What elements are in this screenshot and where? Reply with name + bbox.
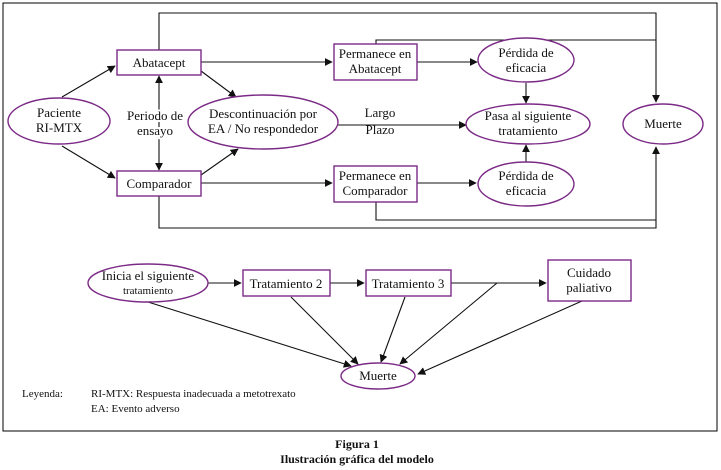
loss-efficacy-bottom-label-1: Pérdida de (498, 168, 553, 183)
palliative-label-2: paliativo (566, 280, 612, 295)
node-death-upper (622, 103, 704, 145)
palliative-label-1: Cuidado (567, 265, 611, 280)
node-loss-efficacy-top (477, 37, 575, 83)
node-palliative (547, 259, 632, 302)
node-stays-abatacept (333, 43, 418, 81)
trial-period-label-2: ensayo (137, 123, 173, 138)
caption: Figura 1 Ilustración gráfica del modelo (280, 437, 434, 466)
treatment3-label: Tratamiento 3 (372, 276, 445, 291)
node-start-next (87, 263, 209, 303)
legend-item: EA: Evento adverso (91, 403, 180, 415)
start-next-label-1: Inicia el siguiente (102, 268, 195, 283)
edge-treatment2-death (290, 296, 359, 365)
loss-efficacy-top-label-2: eficacia (506, 60, 547, 75)
upper-edges (61, 12, 660, 229)
discontinuation-label-2: EA / No respondedor (208, 121, 319, 136)
abatacept-label: Abatacept (133, 55, 186, 70)
death-lower-label: Muerte (359, 368, 397, 383)
legend-item: RI-MTX: Respuesta inadecuada a metotrexa… (91, 388, 296, 400)
edge-patient-comparator (61, 145, 116, 179)
edge-treatment3-death (379, 296, 406, 363)
figure-frame (2, 2, 718, 432)
loss-efficacy-top-label-1: Pérdida de (498, 45, 553, 60)
start-next-label-2: tratamiento (123, 285, 174, 297)
node-death-lower (340, 362, 416, 390)
node-treatment3 (365, 269, 452, 297)
discontinuation-label-1: Descontinuación por (209, 106, 318, 121)
figure-title: Ilustración gráfica del modelo (280, 452, 434, 466)
node-patient (7, 97, 111, 145)
node-treatment2 (242, 269, 331, 297)
edge-comparator-death (158, 146, 660, 229)
figure-number: Figura 1 (335, 437, 379, 451)
patient-label-2: RI-MTX (36, 120, 83, 135)
treatment2-label: Tratamiento 2 (250, 276, 323, 291)
stays-abatacept-label-2: Abatacept (349, 61, 402, 76)
edge-comparator-discontinuation (200, 148, 239, 176)
legend: Leyenda: RI-MTX: Respuesta inadecuada a … (22, 388, 296, 415)
patient-label-1: Paciente (37, 105, 81, 120)
legend-title: Leyenda: (22, 388, 63, 400)
node-next-treatment (465, 103, 591, 145)
loss-efficacy-bottom-label-2: eficacia (506, 183, 547, 198)
edge-abatacept-death (158, 12, 660, 103)
edge-start-death (147, 301, 352, 368)
trial-period-label-1: Periodo de (127, 108, 183, 123)
node-abatacept (116, 49, 202, 76)
edge-palliative-death (417, 300, 583, 375)
node-comparator (116, 170, 202, 197)
stays-comparator-label-1: Permanece en (339, 168, 412, 183)
edge-patient-abatacept (61, 65, 116, 98)
long-term-label-1: Largo (365, 105, 396, 120)
next-treatment-label-1: Pasa al siguiente (485, 108, 572, 123)
edge-branch-death (399, 282, 498, 365)
edge-abatacept-discontinuation (200, 70, 237, 98)
comparator-label: Comparador (127, 176, 193, 191)
long-term-label-2: Plazo (366, 122, 395, 137)
death-upper-label: Muerte (644, 116, 682, 131)
node-loss-efficacy-bottom (477, 161, 575, 207)
stays-comparator-label-2: Comparador (343, 183, 409, 198)
lower-edges (147, 279, 583, 375)
node-discontinuation (187, 94, 339, 150)
edge-stays-comparator-death (375, 200, 656, 221)
stays-abatacept-label-1: Permanece en (339, 46, 412, 61)
node-stays-comparator (333, 165, 418, 203)
next-treatment-label-2: tratamiento (498, 123, 557, 138)
